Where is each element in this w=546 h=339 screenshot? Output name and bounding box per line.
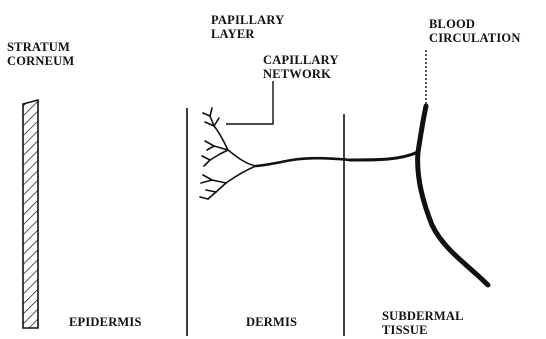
stratum-corneum-label-line2: CORNEUM <box>7 54 74 68</box>
capillary-network <box>200 108 256 199</box>
papillary-layer-label: PAPILLARY LAYER <box>211 13 284 41</box>
papillary-layer-label-line2: LAYER <box>211 27 284 41</box>
subdermal-tissue-label-line2: TISSUE <box>382 323 464 337</box>
dermis-label: DERMIS <box>246 315 297 329</box>
blood-circulation-label-line2: CIRCULATION <box>429 31 521 45</box>
blood-vessel <box>256 106 488 285</box>
subdermal-tissue-label-line1: SUBDERMAL <box>382 309 464 323</box>
stratum-corneum-layer <box>23 100 38 328</box>
blood-circulation-label: BLOOD CIRCULATION <box>429 17 521 45</box>
blood-circulation-label-line1: BLOOD <box>429 17 521 31</box>
capillary-network-label-line2: NETWORK <box>263 67 339 81</box>
capillary-network-label-line1: CAPILLARY <box>263 53 339 67</box>
stratum-corneum-label-line1: STRATUM <box>7 40 74 54</box>
papillary-layer-label-line1: PAPILLARY <box>211 13 284 27</box>
epidermis-label-text: EPIDERMIS <box>69 315 142 329</box>
subdermal-tissue-label: SUBDERMAL TISSUE <box>382 309 464 337</box>
dermis-label-text: DERMIS <box>246 315 297 329</box>
epidermis-label: EPIDERMIS <box>69 315 142 329</box>
stratum-corneum-label: STRATUM CORNEUM <box>7 40 74 68</box>
capillary-network-label: CAPILLARY NETWORK <box>263 53 339 81</box>
capillary-leader-line <box>226 81 273 124</box>
